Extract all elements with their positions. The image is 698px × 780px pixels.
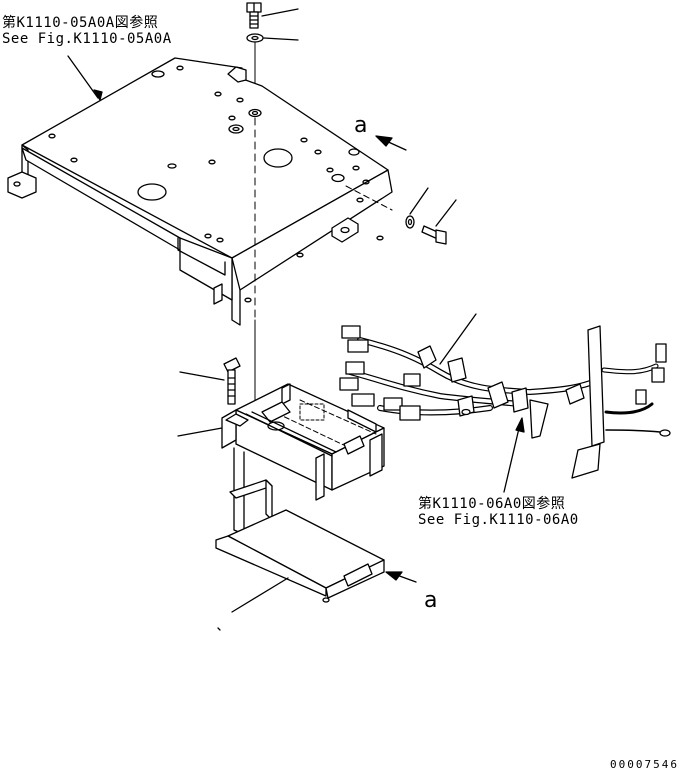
reference-harness-line2: See Fig.K1110-06A0 xyxy=(418,512,579,528)
reference-top-line1: 第K1110-05A0A図参照 xyxy=(2,15,159,31)
callout-leaders-side xyxy=(410,188,456,226)
harness-leaders xyxy=(440,314,524,492)
bottom-bracket xyxy=(216,448,384,630)
side-washer xyxy=(406,216,414,228)
callout-leaders-top xyxy=(262,9,298,40)
side-bolt xyxy=(422,226,446,244)
reference-harness-line1: 第K1110-06A0図参照 xyxy=(418,496,566,512)
reference-top-line2: See Fig.K1110-05A0A xyxy=(2,31,172,47)
wiring-harness xyxy=(340,326,670,478)
top-washer xyxy=(247,34,263,42)
floor-plate xyxy=(8,58,392,325)
connector-blocks xyxy=(340,326,420,420)
view-arrow-upper-label: a xyxy=(354,113,368,138)
controller-unit xyxy=(178,384,384,500)
view-arrow-lower-label: a xyxy=(424,588,438,613)
controller-bolt xyxy=(180,358,240,404)
ref-leader-top xyxy=(68,56,98,98)
view-arrow-lower xyxy=(386,572,416,582)
view-arrow-upper xyxy=(376,136,406,150)
top-bolt xyxy=(247,3,261,28)
document-number: 00007546 xyxy=(610,758,679,771)
